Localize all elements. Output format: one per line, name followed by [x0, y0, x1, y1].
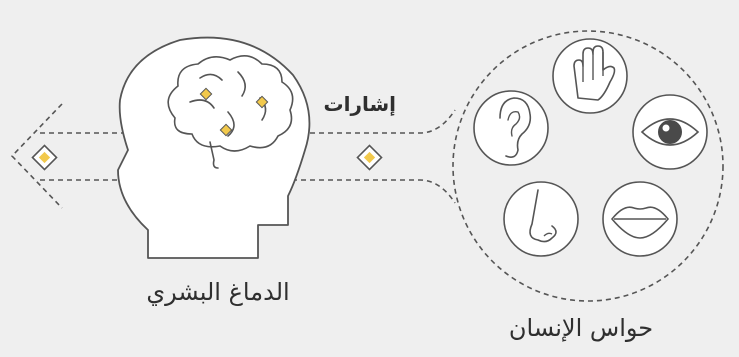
signal-diamond-middle — [356, 144, 383, 171]
eye-icon — [632, 94, 708, 170]
nose-icon — [503, 181, 579, 257]
mouth-icon — [602, 181, 678, 257]
brain-sparkles — [199, 87, 269, 137]
brain-icon — [167, 55, 294, 169]
hand-icon — [552, 38, 628, 114]
signals-label: إشارات — [323, 92, 397, 116]
signal-channel — [10, 103, 456, 209]
human-senses-label: حواس الإنسان — [508, 314, 654, 342]
head-silhouette — [117, 36, 311, 259]
senses-circle — [452, 30, 724, 302]
signal-diamond-left — [31, 144, 58, 171]
ear-icon — [473, 90, 549, 166]
human-brain-label: الدماغ البشري — [146, 278, 290, 306]
